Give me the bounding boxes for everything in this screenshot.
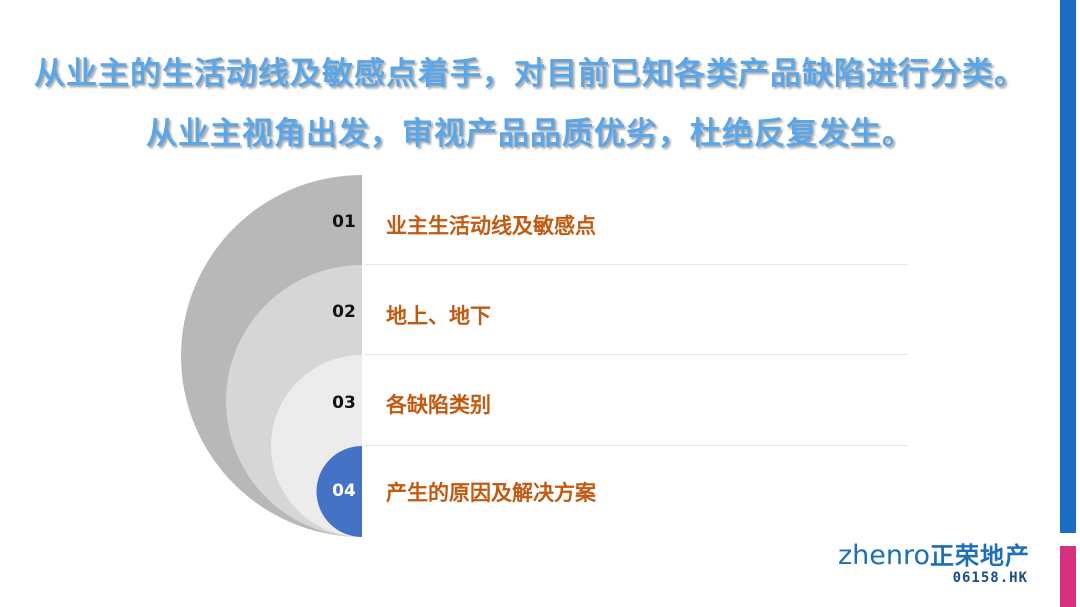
item-number-04: 04 (332, 481, 356, 501)
headline-line-2: 从业主视角出发，审视产品品质优劣，杜绝反复发生。 (146, 116, 914, 152)
item-label-03: 各缺陷类别 (386, 393, 491, 417)
item-label-01: 业主生活动线及敏感点 (386, 214, 596, 238)
item-number-01: 01 (332, 212, 356, 232)
item-label-02: 地上、地下 (386, 304, 491, 328)
headline-line-1: 从业主的生活动线及敏感点着手，对目前已知各类产品缺陷进行分类。 (34, 56, 1026, 92)
logo-latin-text: zhenro (838, 540, 931, 571)
item-label-04: 产生的原因及解决方案 (386, 481, 596, 505)
logo-chinese-text: 正荣地产 (930, 542, 1031, 570)
decorative-pink-bar (1060, 546, 1076, 607)
item-number-03: 03 (332, 393, 356, 413)
row-separator (365, 445, 908, 446)
company-logo: zhenro正荣地产 06158.HK (838, 540, 1030, 586)
item-number-02: 02 (332, 302, 356, 322)
semicircle-level-4 (316, 446, 362, 537)
row-separator (365, 264, 908, 265)
row-separator (365, 354, 908, 355)
stock-ticker: 06158.HK (952, 570, 1028, 586)
decorative-blue-bar (1060, 0, 1076, 533)
